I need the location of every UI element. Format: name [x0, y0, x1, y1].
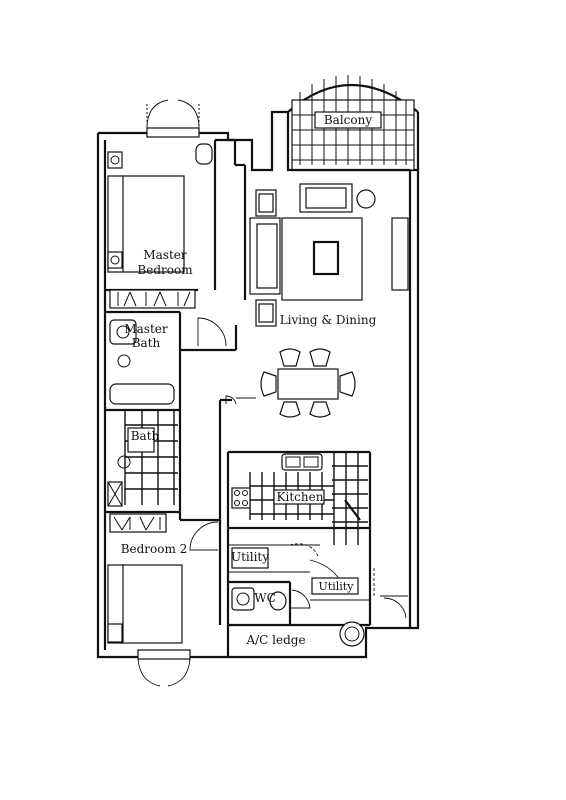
bedroom2-label: Bedroom 2 — [121, 542, 188, 556]
utility-area: Utility Utility — [228, 543, 370, 601]
balcony: Balcony — [287, 75, 420, 172]
utility1-label: Utility — [231, 550, 269, 564]
master-bath: Master Bath — [105, 310, 238, 520]
service-door — [373, 568, 408, 619]
bedroom2-window — [137, 649, 191, 687]
master-window — [146, 99, 200, 138]
master-bedroom: Master Bedroom — [105, 138, 247, 309]
bedroom-2: Bedroom 2 — [107, 513, 222, 644]
kitchen-label: Kitchen — [277, 490, 324, 504]
master-bath-label-1: Master — [124, 322, 168, 336]
kitchen: Kitchen — [218, 398, 372, 625]
living-room-doors — [225, 395, 256, 405]
balcony-label: Balcony — [324, 113, 372, 127]
utility2-label: Utility — [319, 580, 355, 593]
master-bath-label-2: Bath — [132, 336, 161, 350]
ac-ledge-label: A/C ledge — [245, 633, 305, 647]
master-bedroom-label-2: Bedroom — [137, 263, 193, 277]
wc-label: WC — [254, 591, 276, 605]
bath: Bath — [105, 410, 180, 514]
living-dining-label: Living & Dining — [280, 313, 377, 327]
master-bedroom-label-1: Master — [143, 248, 187, 262]
ac-ledge: A/C ledge — [226, 621, 365, 657]
bath-label: Bath — [131, 429, 160, 443]
living-dining: Living & Dining — [249, 183, 409, 418]
